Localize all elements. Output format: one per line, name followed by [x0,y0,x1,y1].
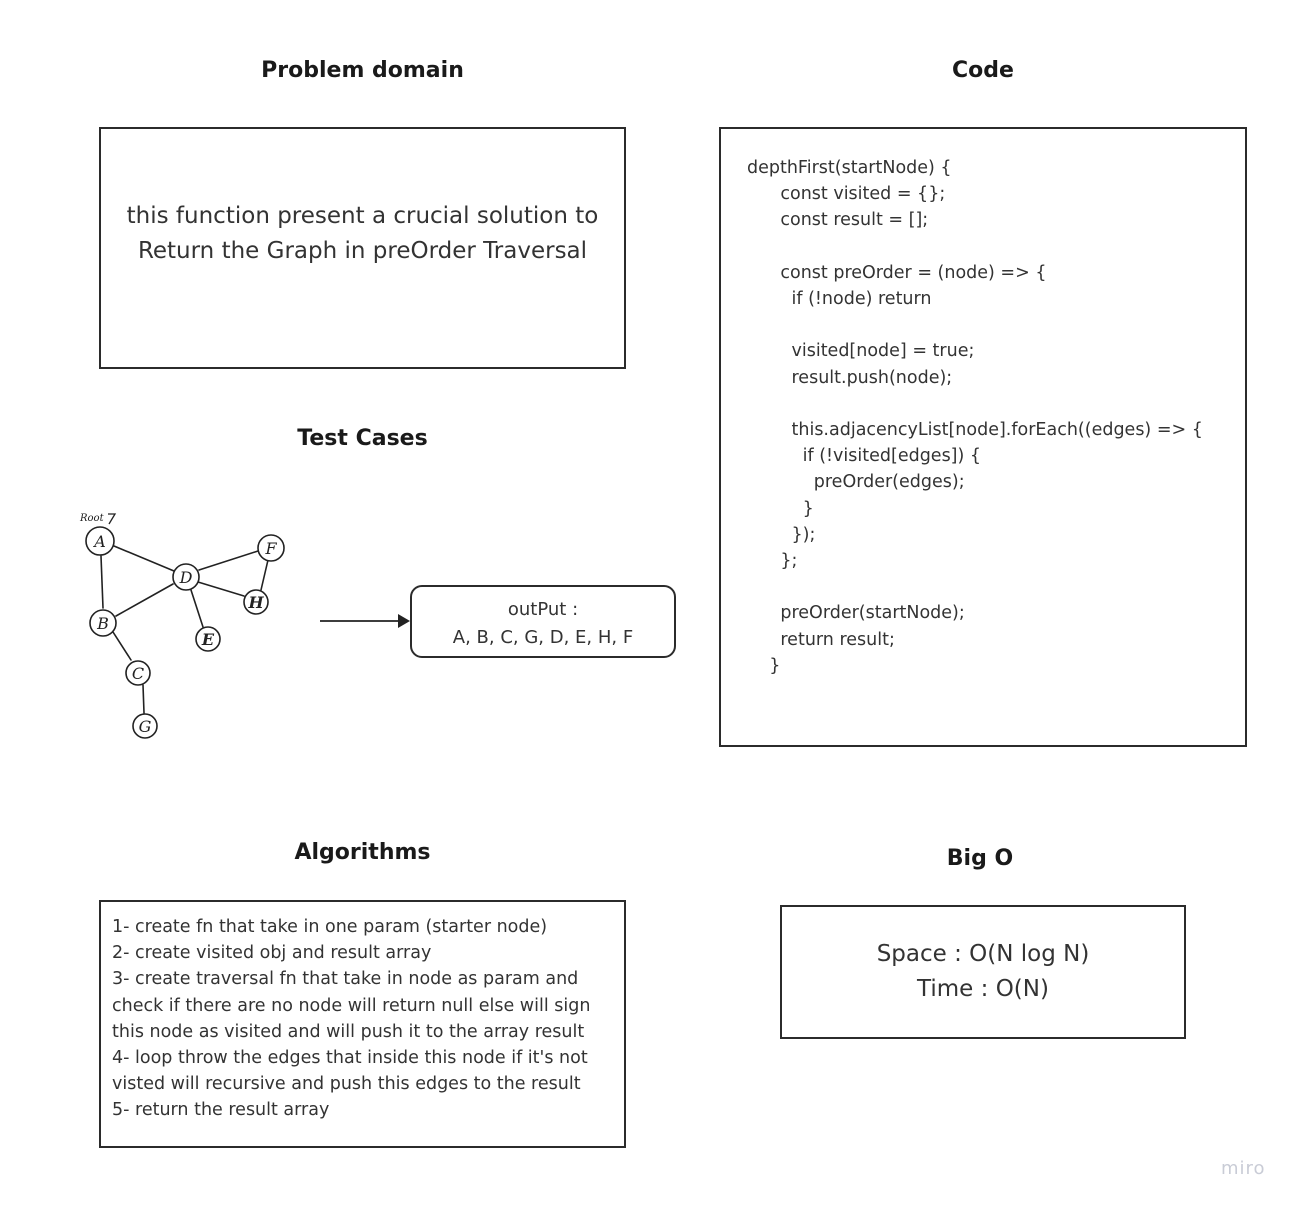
node-f [257,534,285,562]
test-cases-heading: Test Cases [297,426,428,451]
node-d-label: D [179,568,193,587]
node-d [172,563,200,591]
edge-f-h [260,559,269,591]
edge-d-f [198,550,259,571]
root-arrow-mark [108,513,117,525]
node-a-label: A [92,532,106,551]
arrow-icon [320,614,410,628]
big-o-text: Space : O(N log N) Time : O(N) [782,937,1184,1007]
output-value: A, B, C, G, D, E, H, F [452,627,634,648]
miro-logo: miro [1221,1158,1266,1179]
node-f-label: F [264,539,277,558]
algorithm-step-line: check if there are no node will return n… [112,995,591,1016]
node-e-label: E [201,630,215,649]
algorithms-text: 1- create fn that take in one param (sta… [112,914,616,1124]
edge-c-g [142,684,145,714]
algorithm-step-line: 5- return the result array [112,1100,330,1121]
node-h-label: H [247,593,264,612]
algorithm-step-line: 1- create fn that take in one param (sta… [112,917,548,937]
algorithms-box[interactable]: 1- create fn that take in one param (sta… [99,900,626,1148]
big-o-space: Space : O(N log N) [876,941,1090,967]
big-o-box[interactable]: Space : O(N log N) Time : O(N) [780,905,1186,1039]
graph-diagram: A B C D E F G H Root [79,513,285,739]
problem-domain-line-1: this function present a crucial solution… [126,203,599,229]
problem-domain-text: this function present a crucial solution… [101,199,624,269]
algorithm-step-line: visted will recursive and push this edge… [112,1074,581,1095]
node-g [132,713,158,739]
node-h [243,589,269,615]
problem-domain-box[interactable]: this function present a crucial solution… [99,127,626,369]
node-c [125,660,151,686]
node-c-label: C [132,664,144,683]
problem-domain-heading: Problem domain [261,58,464,83]
algorithm-step-line: 2- create visited obj and result array [112,943,432,964]
node-g-label: G [139,717,152,736]
node-b-label: B [96,614,109,633]
node-e [195,626,221,652]
code-box[interactable]: depthFirst(startNode) { const visited = … [719,127,1247,747]
edge-d-e [190,589,204,628]
big-o-time: Time : O(N) [917,976,1049,1002]
root-note: Root [79,513,105,524]
edge-b-d [115,583,174,617]
edge-d-h [197,581,245,597]
edge-b-c [112,631,132,661]
edge-a-b [100,555,104,609]
algorithm-step-line: 4- loop throw the edges that inside this… [112,1048,588,1069]
algorithm-step-line: this node as visited and will push it to… [112,1021,585,1042]
node-a [85,526,115,556]
code-heading: Code [952,58,1014,83]
algorithms-heading: Algorithms [294,840,431,865]
big-o-heading: Big O [946,846,1014,871]
algorithm-step-line: 3- create traversal fn that take in node… [112,969,579,990]
edge-a-d [113,545,175,572]
code-block: depthFirst(startNode) { const visited = … [747,158,1203,676]
problem-domain-line-2: Return the Graph in preOrder Traversal [137,238,588,264]
node-b [89,609,117,637]
output-label: outPut : [507,599,579,620]
output-box[interactable]: outPut : A, B, C, G, D, E, H, F [410,585,676,658]
